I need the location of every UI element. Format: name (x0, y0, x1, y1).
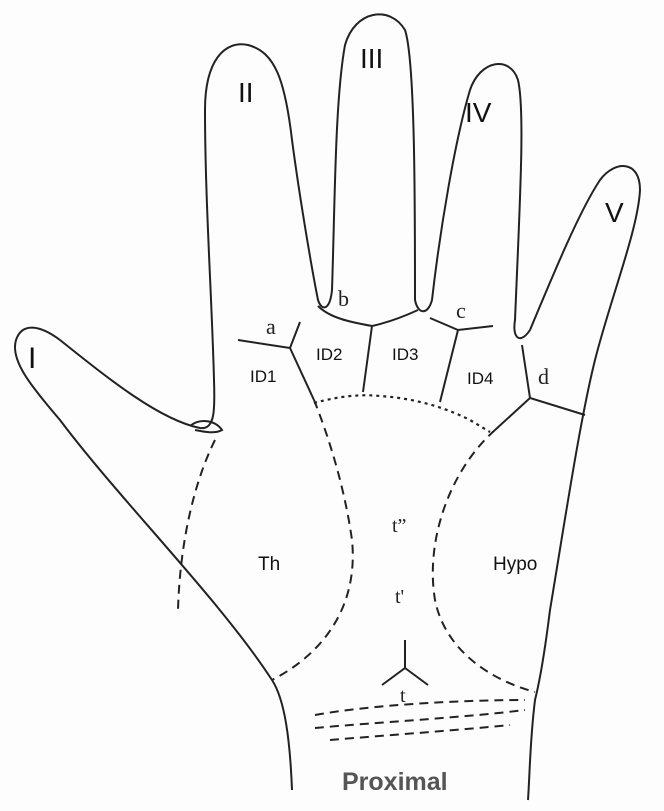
distal-transverse-line (313, 394, 491, 433)
b-triradius-lines (317, 305, 419, 393)
wrist-crease-1 (314, 699, 526, 716)
finger-label-ii: II (238, 77, 254, 108)
triradius-b: b (338, 286, 349, 311)
area-id1: ID1 (250, 367, 276, 386)
d-triradius-lines (494, 344, 586, 431)
finger-label-i: I (28, 342, 36, 375)
thumb-crease (189, 420, 224, 434)
triradius-t-double-prime: t” (392, 515, 406, 537)
c-triradius-lines (429, 317, 494, 403)
finger-label-iv: IV (465, 97, 492, 128)
triradius-t-prime: t' (395, 586, 404, 608)
thenar-boundary (271, 399, 354, 681)
triradius-c: c (456, 298, 466, 323)
area-id2: ID2 (316, 345, 342, 364)
a-triradius-lines (237, 321, 315, 401)
wrist-crease-3 (329, 724, 511, 741)
thumb-boundary (177, 439, 216, 611)
finger-label-v: V (605, 197, 624, 228)
triradius-d: d (538, 364, 549, 389)
wrist-crease-2 (314, 709, 526, 729)
triradius-a: a (266, 314, 276, 339)
t-triradius (381, 640, 429, 686)
area-id4: ID4 (467, 369, 493, 388)
area-thenar: Th (258, 554, 280, 575)
hypothenar-boundary (431, 429, 536, 693)
triradius-t: t (400, 685, 406, 707)
finger-label-iii: III (360, 43, 383, 74)
area-id3: ID3 (392, 345, 418, 364)
area-hypothenar: Hypo (493, 554, 537, 575)
hand-outline (13, 13, 642, 801)
proximal-label: Proximal (342, 768, 448, 796)
